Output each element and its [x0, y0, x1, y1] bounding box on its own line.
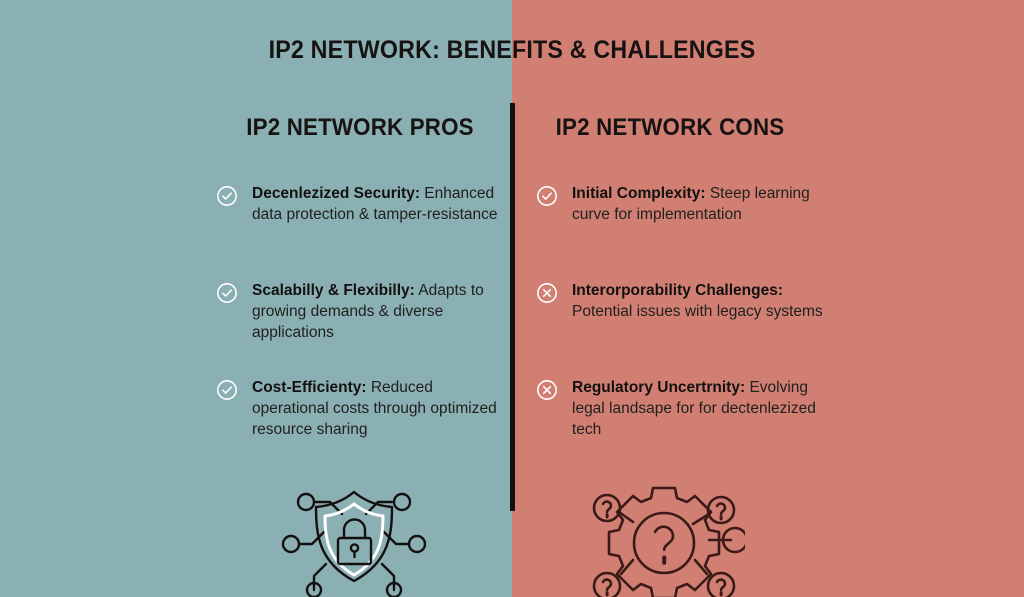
- shield-lock-network-icon: [278, 478, 430, 597]
- list-item-body: Adapts to growing demands & diverse appl…: [252, 282, 484, 341]
- page-title: IP2 NETWORK: BENEFITS & CHALLENGES: [268, 36, 756, 64]
- x-circle-icon: [536, 379, 558, 401]
- check-circle-icon: [536, 185, 558, 207]
- cons-column-title: IP2 NETWORK CONS: [555, 114, 785, 141]
- list-item-lead: Initial Complexity:: [572, 185, 706, 202]
- list-item-lead: Cost-Efficienty:: [252, 379, 367, 396]
- gear-question-network-icon: [583, 478, 745, 597]
- list-item-lead: Decenlezized Security:: [252, 185, 420, 202]
- cons-list: Initial Complexity: Steep learning curve…: [536, 183, 826, 474]
- list-item-body: Steep learning curve for implementation: [572, 185, 810, 223]
- list-item-body: Reduced operational costs through optimi…: [252, 379, 497, 438]
- list-item-text: Initial Complexity: Steep learning curve…: [572, 183, 826, 225]
- check-circle-icon: [216, 282, 238, 304]
- column-divider: [510, 103, 515, 511]
- pros-panel-background: [0, 0, 512, 597]
- list-item-text: Scalabilly & Flexibilly: Adapts to growi…: [252, 280, 501, 343]
- list-item-body: Enhanced data protection & tamper-resist…: [252, 185, 498, 223]
- list-item: Scalabilly & Flexibilly: Adapts to growi…: [216, 280, 501, 346]
- list-item-body: Potential issues with legacy systems: [572, 303, 823, 320]
- list-item-text: Decenlezized Security: Enhanced data pro…: [252, 183, 501, 225]
- list-item-text: Cost-Efficienty: Reduced operational cos…: [252, 377, 501, 440]
- list-item: Initial Complexity: Steep learning curve…: [536, 183, 826, 249]
- list-item: Regulatory Uncertrnity: Evolving legal l…: [536, 377, 826, 443]
- list-item-lead: Scalabilly & Flexibilly:: [252, 282, 415, 299]
- list-item-text: Regulatory Uncertrnity: Evolving legal l…: [572, 377, 826, 440]
- list-item-body: Evolving legal landsape for for dectenle…: [572, 379, 816, 438]
- check-circle-icon: [216, 379, 238, 401]
- list-item-lead: Interorporability Challenges:: [572, 282, 784, 299]
- pros-list: Decenlezized Security: Enhanced data pro…: [216, 183, 501, 474]
- list-item: Cost-Efficienty: Reduced operational cos…: [216, 377, 501, 443]
- x-circle-icon: [536, 282, 558, 304]
- list-item-lead: Regulatory Uncertrnity:: [572, 379, 746, 396]
- list-item-text: Interorporability Challenges: Potential …: [572, 280, 826, 322]
- list-item: Interorporability Challenges: Potential …: [536, 280, 826, 346]
- check-circle-icon: [216, 185, 238, 207]
- list-item: Decenlezized Security: Enhanced data pro…: [216, 183, 501, 249]
- pros-column-title: IP2 NETWORK PROS: [246, 114, 474, 141]
